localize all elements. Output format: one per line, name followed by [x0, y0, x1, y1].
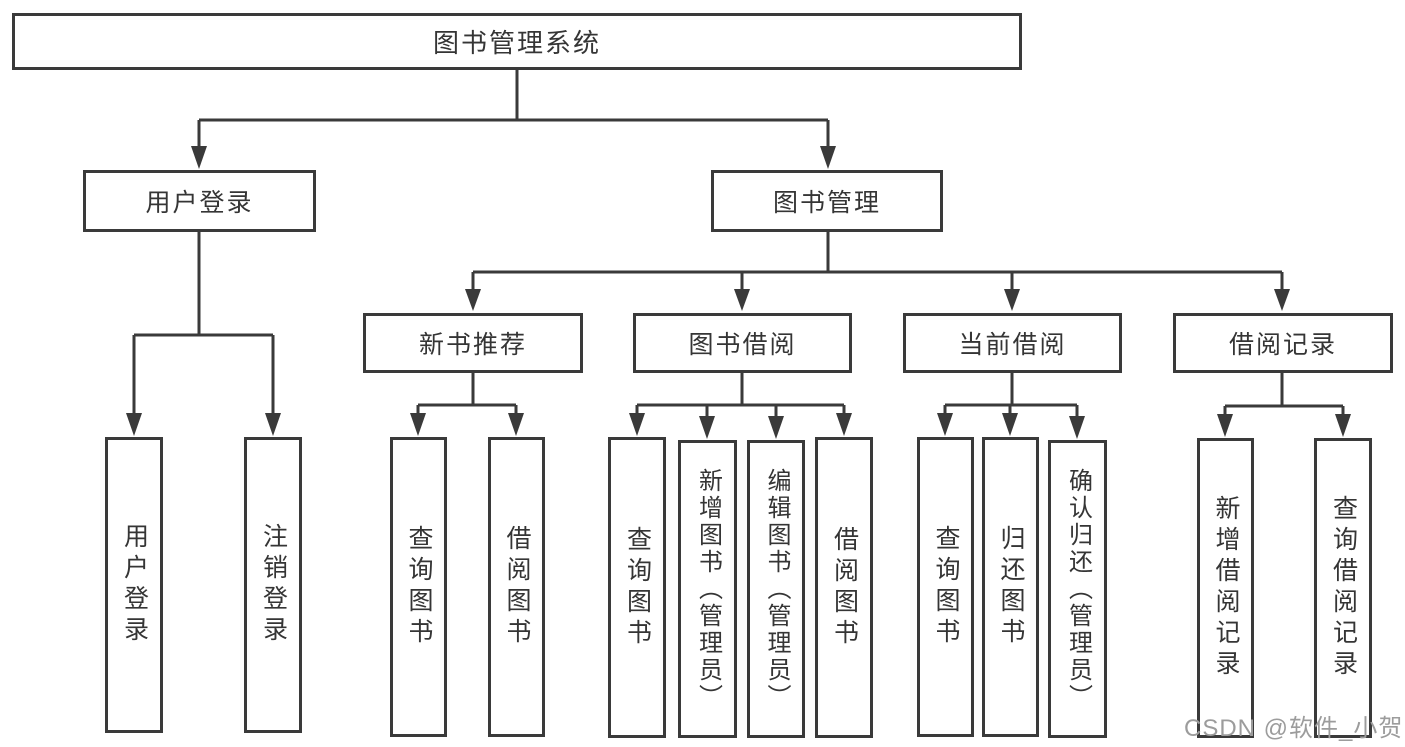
leaf-current-confirm-admin: 确认归还（管理员）: [1048, 440, 1107, 738]
leaf-logout: 注销登录: [244, 437, 302, 733]
leaf-borrow-edit-admin-label: 编辑图书（管理员）: [763, 467, 790, 711]
node-new-book: 新书推荐: [363, 313, 583, 373]
leaf-user-login-label: 用户登录: [120, 523, 149, 647]
leaf-current-return: 归还图书: [982, 437, 1039, 737]
leaf-borrow-add-admin-label: 新增图书（管理员）: [694, 467, 722, 711]
node-book-borrow-label: 图书借阅: [688, 331, 797, 359]
leaf-borrow-borrow: 借阅图书: [815, 437, 873, 738]
leaf-newbook-borrow-label: 借阅图书: [503, 525, 531, 649]
node-new-book-label: 新书推荐: [418, 331, 527, 359]
leaf-borrow-add-admin: 新增图书（管理员）: [678, 440, 737, 738]
leaf-borrow-borrow-label: 借阅图书: [830, 525, 859, 650]
leaf-record-query-label: 查询借阅记录: [1329, 495, 1358, 681]
leaf-user-login: 用户登录: [105, 437, 163, 733]
node-book-mgmt-label: 图书管理: [772, 189, 881, 217]
csdn-watermark: CSDN @软件_小贺同学: [1184, 715, 1405, 742]
leaf-record-add-label: 新增借阅记录: [1212, 495, 1240, 681]
node-current-borrow-label: 当前借阅: [958, 331, 1067, 359]
node-user-login: 用户登录: [83, 170, 316, 232]
leaf-logout-label: 注销登录: [259, 523, 288, 647]
leaf-newbook-query: 查询图书: [390, 437, 447, 737]
leaf-current-return-label: 归还图书: [997, 525, 1025, 649]
node-borrow-record: 借阅记录: [1173, 313, 1393, 373]
leaf-current-query: 查询图书: [917, 437, 974, 737]
node-borrow-record-label: 借阅记录: [1228, 331, 1337, 359]
leaf-current-query-label: 查询图书: [932, 525, 960, 649]
leaf-record-query: 查询借阅记录: [1314, 438, 1372, 738]
node-root-label: 图书管理系统: [432, 28, 601, 58]
leaf-record-add: 新增借阅记录: [1197, 438, 1254, 738]
node-current-borrow: 当前借阅: [903, 313, 1122, 373]
leaf-newbook-query-label: 查询图书: [405, 525, 433, 649]
node-user-login-label: 用户登录: [145, 189, 254, 217]
leaf-borrow-query: 查询图书: [608, 437, 666, 738]
leaf-current-confirm-admin-label: 确认归还（管理员）: [1064, 467, 1092, 711]
leaf-borrow-edit-admin: 编辑图书（管理员）: [747, 440, 805, 738]
node-root: 图书管理系统: [12, 13, 1022, 70]
leaf-newbook-borrow: 借阅图书: [488, 437, 545, 737]
node-book-borrow: 图书借阅: [633, 313, 852, 373]
leaf-borrow-query-label: 查询图书: [623, 525, 652, 650]
node-book-mgmt: 图书管理: [711, 170, 943, 232]
